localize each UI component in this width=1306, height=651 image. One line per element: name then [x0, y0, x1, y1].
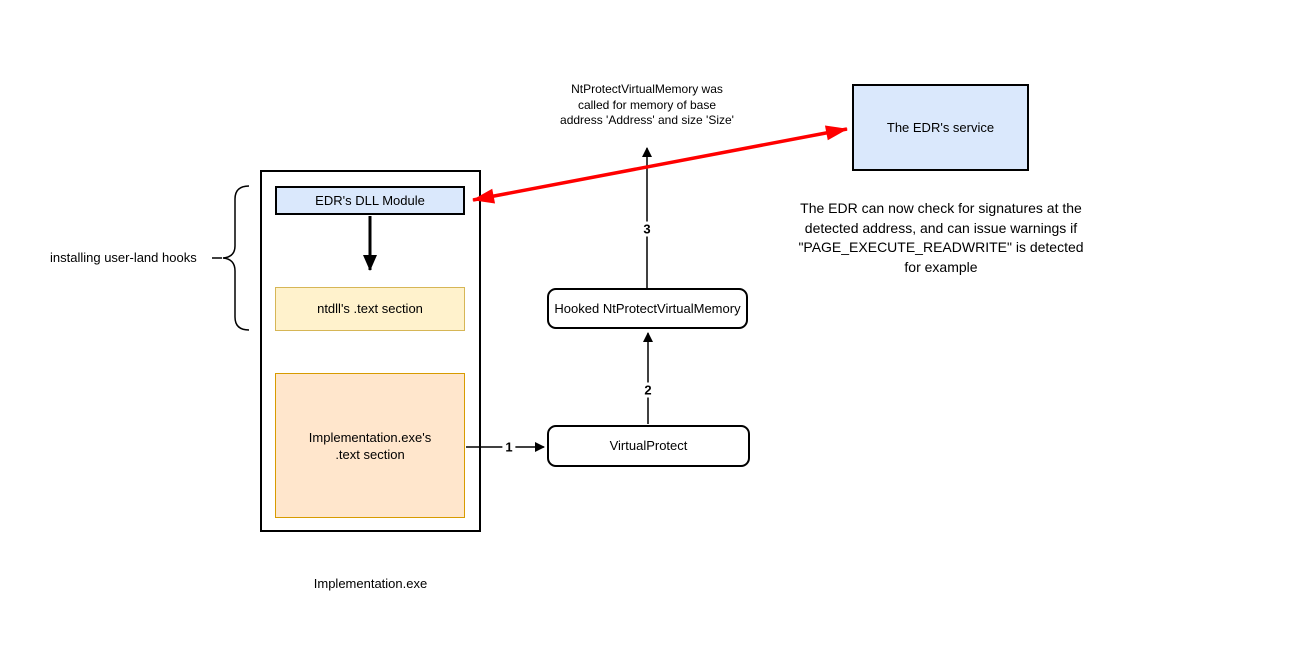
edr-dll-module-box: EDR's DLL Module [275, 186, 465, 215]
step3-label: 3 [640, 221, 654, 237]
edr-check-note: The EDR can now check for signatures at … [798, 200, 1084, 275]
step1-label: 1 [502, 439, 516, 455]
installing-hooks-label: installing user-land hooks [50, 250, 197, 265]
hooks-brace [222, 185, 250, 331]
edr-communication-arrow [472, 125, 848, 204]
step2-label: 2 [641, 382, 655, 398]
virtualprotect-box: VirtualProtect [547, 425, 750, 467]
implementation-text-section-box: Implementation.exe's .text section [275, 373, 465, 518]
hooked-ntprotectvirtualmemory-box: Hooked NtProtectVirtualMemory [547, 288, 748, 329]
ntdll-text-section-box: ntdll's .text section [275, 287, 465, 331]
edr-service-box: The EDR's service [852, 84, 1029, 171]
implementation-exe-label: Implementation.exe [313, 576, 428, 591]
ntprotect-called-note: NtProtectVirtualMemory was called for me… [560, 82, 734, 127]
